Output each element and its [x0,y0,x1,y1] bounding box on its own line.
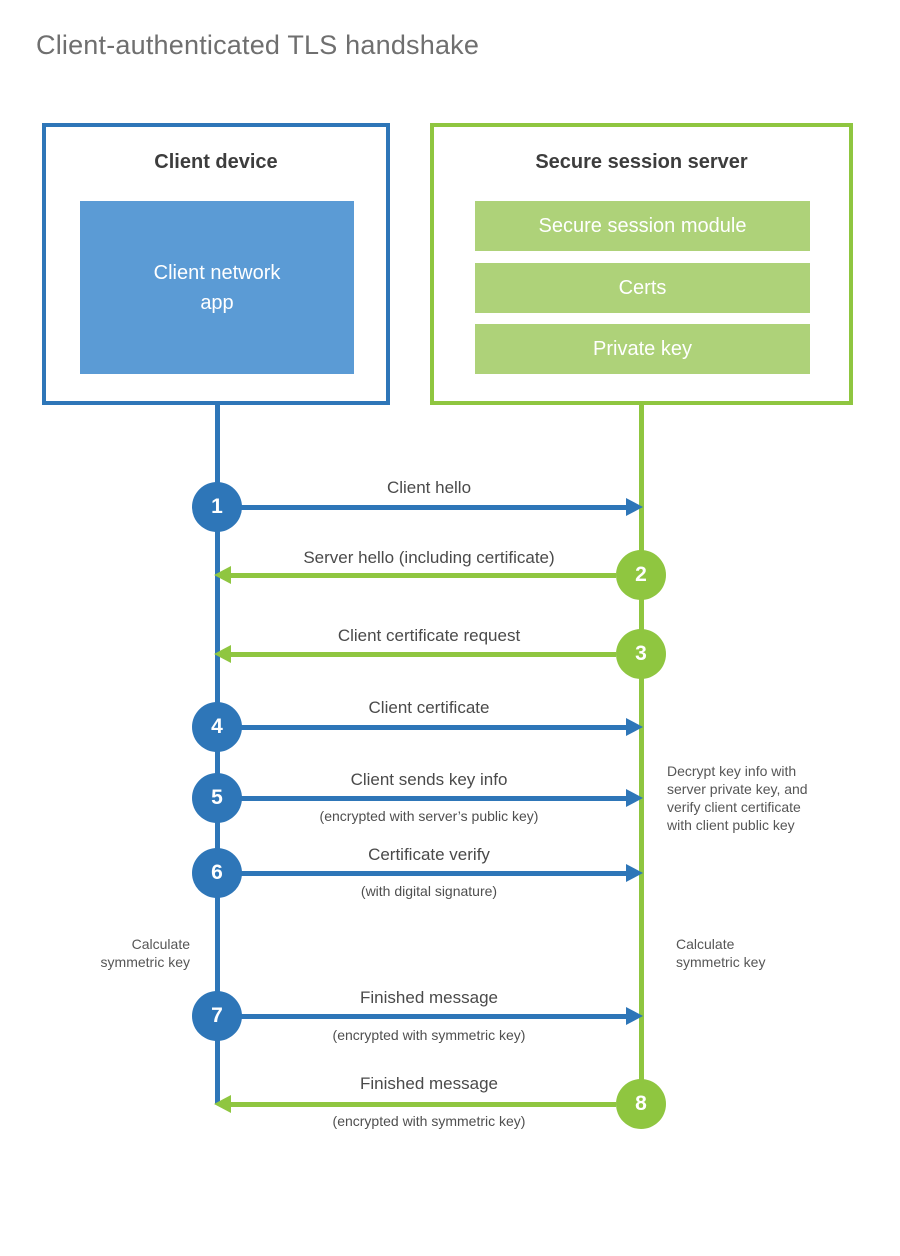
note-calculate-symmetric-key-server: Calculate symmetric key [676,936,766,970]
message-label-2: Server hello (including certificate) [303,548,555,567]
message-sub-5: (encrypted with server’s public key) [319,808,539,824]
step-circle-3: 3 [616,629,666,679]
message-arrow-3 [231,652,616,657]
message-label-8: Finished message [360,1074,498,1093]
note-calculate-symmetric-key-client: Calculate symmetric key [100,936,190,970]
step-circle-7: 7 [192,991,242,1041]
step-circle-1: 1 [192,482,242,532]
message-sub-7: (encrypted with symmetric key) [332,1027,526,1043]
message-arrow-6 [217,871,628,876]
client-device-title: Client device [154,151,278,173]
arrowhead-right-icon [626,1007,643,1025]
page-title: Client-authenticated TLS handshake [36,30,480,60]
message-arrow-2 [231,573,616,578]
message-arrow-7 [217,1014,628,1019]
server-lifeline [639,405,644,1104]
step-circle-4: 4 [192,702,242,752]
message-label-5: Client sends key info [350,770,508,789]
message-sub-8: (encrypted with symmetric key) [332,1113,526,1129]
client-device-box: Client device Client network app [42,123,390,405]
client-network-app-box: Client network app [80,201,354,374]
step-circle-5: 5 [192,773,242,823]
step-circle-2: 2 [616,550,666,600]
client-lifeline [215,405,220,1104]
message-label-7: Finished message [360,988,498,1007]
step-circle-6: 6 [192,848,242,898]
message-arrow-4 [217,725,628,730]
message-arrow-5 [217,796,628,801]
arrowhead-left-icon [214,645,231,663]
message-label-4: Client certificate [368,698,490,717]
arrowhead-right-icon [626,718,643,736]
server-module-certs: Certs [475,263,810,313]
message-label-6: Certificate verify [368,845,490,864]
arrowhead-right-icon [626,864,643,882]
message-label-3: Client certificate request [337,626,521,645]
message-arrow-1 [217,505,628,510]
message-sub-6: (with digital signature) [360,883,498,899]
server-module-private-key: Private key [475,324,810,374]
arrowhead-left-icon [214,566,231,584]
step-circle-8: 8 [616,1079,666,1129]
note-decrypt-key-info: Decrypt key info with server private key… [667,763,808,833]
secure-session-server-box: Secure session server Secure session mod… [430,123,853,405]
message-arrow-8 [231,1102,616,1107]
arrowhead-left-icon [214,1095,231,1113]
message-label-1: Client hello [386,478,472,497]
arrowhead-right-icon [626,498,643,516]
server-module-secure-session: Secure session module [475,201,810,251]
secure-session-server-title: Secure session server [535,151,748,173]
arrowhead-right-icon [626,789,643,807]
